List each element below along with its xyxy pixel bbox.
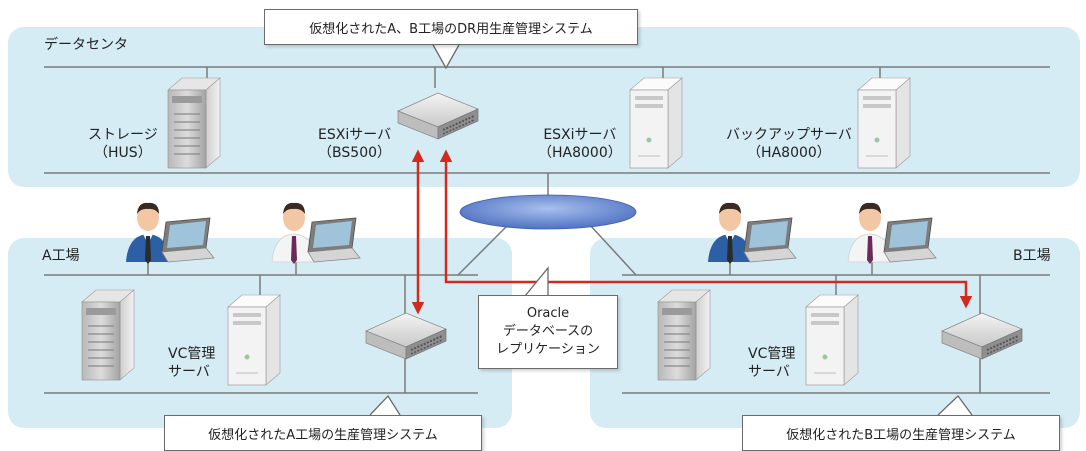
esxi-ha8000-label-model: （HA8000） [538,145,622,161]
factory-b-server-icon [657,289,711,381]
wan-cloud-icon [459,194,637,230]
storage-label-name: ストレージ [88,127,158,143]
factory-b-vc-label: VC管理 サーバ [748,345,795,381]
esxi-tower-server-icon [629,77,683,169]
callout-dr-system: 仮想化されたA、B工場のDR用生産管理システム [264,9,638,45]
esxi-bs500-label-name: ESXiサーバ [318,127,392,143]
esxi-bs500-label-model: （BS500） [318,145,392,161]
factory-a-server-icon [81,289,135,381]
esxi-bs500-label: ESXiサーバ （BS500） [318,126,391,162]
factory-a-vc-label-line1: VC管理 [168,346,216,362]
factory-b-vc-server-icon [805,294,859,386]
factory-b-vc-label-line2: サーバ [748,364,790,380]
factory-a-vc-label-line2: サーバ [168,364,210,380]
replication-arrows [411,149,973,315]
factory-a-vc-server-icon [227,294,281,386]
storage-label: ストレージ （HUS） [88,126,158,162]
callout-oracle-replication: Oracle データベースの レプリケーション [478,295,618,369]
callout-oracle-line1: Oracle [526,306,570,321]
backup-label-model: （HA8000） [747,145,831,161]
storage-server-icon [167,77,221,169]
zone-label-factory-a: A工場 [42,248,80,264]
user-laptop-icon [271,202,361,265]
storage-label-model: （HUS） [94,145,152,161]
callout-oracle-line3: レプリケーション [496,342,600,357]
backup-server-icon [857,77,911,169]
callout-system-a: 仮想化されたA工場の生産管理システム [164,415,482,451]
factory-b-vc-label-line1: VC管理 [748,346,796,362]
callout-pointers [369,42,973,416]
zone-label-datacenter: データセンタ [44,37,128,53]
user-laptop-icon [707,202,797,265]
callout-oracle-line2: データベースの [502,324,594,339]
backup-label-name: バックアップサーバ [726,127,852,143]
esxi-ha8000-label-name: ESXiサーバ [543,127,617,143]
user-laptop-icon [847,202,937,265]
callout-system-b: 仮想化されたB工場の生産管理システム [742,415,1060,451]
user-laptop-icon [125,202,215,265]
factory-a-vc-label: VC管理 サーバ [168,345,215,381]
backup-server-label: バックアップサーバ （HA8000） [726,126,852,162]
esxi-ha8000-label: ESXiサーバ （HA8000） [538,126,622,162]
zone-label-factory-b: B工場 [1013,248,1051,264]
